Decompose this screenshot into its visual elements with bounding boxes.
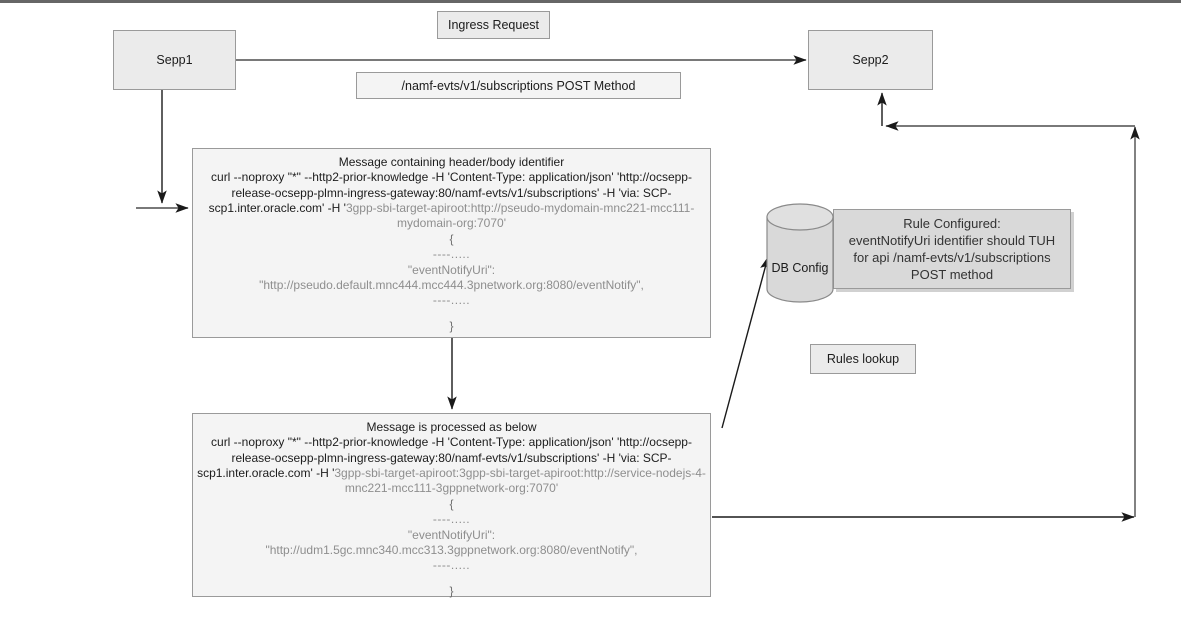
message-in-open-brace: { [449,231,454,246]
node-message-in[interactable]: Message containing header/body identifie… [192,148,711,338]
label-ingress-request[interactable]: Ingress Request [437,11,550,39]
message-out-curl-black: curl --noproxy "*" --http2-prior-knowled… [197,435,692,481]
edge-message-out-to-db-config [721,256,770,429]
message-in-curl-gray: 3gpp-sbi-target-apiroot:http://pseudo-my… [345,201,695,231]
edge-sepp1-to-message-in [136,90,189,213]
rule-configured-line-2: eventNotifyUri identifier should TUH [848,232,1056,248]
label-rules-lookup-text: Rules lookup [826,352,900,366]
rule-configured-line-1: Rule Configured: [903,215,1001,231]
node-message-out[interactable]: Message is processed as below curl --nop… [192,413,711,598]
message-in-ellipsis-bottom: ----..... [432,293,471,308]
node-db-config-label: DB Config [771,261,829,275]
label-rules-lookup[interactable]: Rules lookup [810,344,916,374]
message-out-spacer [193,574,710,584]
rule-configured-line-3: for api /namf-evts/v1/subscriptions [853,250,1051,265]
node-rule-configured[interactable]: Rule Configured: eventNotifyUri identifi… [833,209,1071,289]
message-out-open-brace: { [449,496,454,511]
message-out-key: "eventNotifyUri": [407,527,496,542]
rule-configured-line-4: POST method [910,267,994,283]
node-sepp1[interactable]: Sepp1 [113,30,236,90]
message-out-close-brace: } [449,583,454,598]
message-in-ellipsis-top: ----..... [432,247,471,262]
message-out-curl: curl --noproxy "*" --http2-prior-knowled… [193,435,710,496]
message-in-curl: curl --noproxy "*" --http2-prior-knowled… [193,170,710,231]
database-icon [766,203,834,303]
message-in-spacer [193,309,710,319]
message-in-close-brace: } [449,318,454,333]
message-in-key: "eventNotifyUri": [407,262,496,277]
label-ingress-request-text: Ingress Request [447,18,540,32]
node-sepp2[interactable]: Sepp2 [808,30,933,90]
message-out-title: Message is processed as below [366,420,537,434]
message-out-curl-gray: 3gpp-sbi-target-apiroot:3gpp-sbi-target-… [334,466,706,496]
node-sepp2-label: Sepp2 [852,53,889,67]
message-out-ellipsis-bottom: ----..... [432,558,471,573]
message-in-title: Message containing header/body identifie… [338,155,565,169]
message-in-curl-black: curl --noproxy "*" --http2-prior-knowled… [208,170,692,216]
label-api-path[interactable]: /namf-evts/v1/subscriptions POST Method [356,72,681,99]
node-sepp1-label: Sepp1 [156,53,193,67]
top-border-bar [0,0,1181,3]
node-db-config[interactable]: DB Config [766,203,834,303]
message-out-value: "http://udm1.5gc.mnc340.mcc313.3gppnetwo… [265,542,638,557]
message-out-ellipsis-top: ----..... [432,512,471,527]
message-in-value: "http://pseudo.default.mnc444.mcc444.3pn… [259,277,644,292]
label-api-path-text: /namf-evts/v1/subscriptions POST Method [401,78,636,93]
edge-message-out-to-sepp2 [712,92,1140,522]
